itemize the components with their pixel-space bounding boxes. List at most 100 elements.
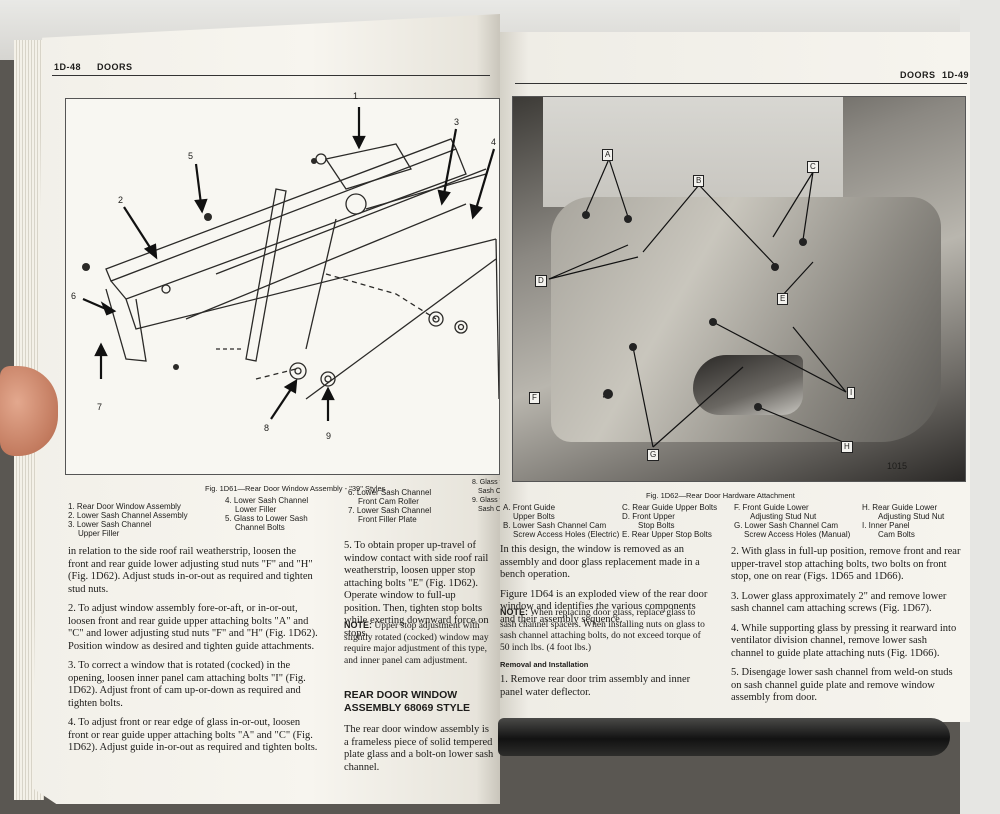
photo-label-f: F [529,392,540,404]
pen [498,718,950,756]
paragraph: 3. Lower glass approximately 2" and remo… [731,590,947,615]
photo-label-a: A [602,149,614,161]
paragraph: 4. To adjust front or rear edge of glass… [68,717,318,753]
figure-1d62: A B C D E F G H I 1015 [512,96,966,482]
right-page-note: NOTE: When replacing door glass, replace… [500,607,712,654]
paragraph: 3. To correct a window that is rotated (… [68,660,306,709]
legend-item: F. Front Guide Lower [734,503,809,512]
figure-1d62-legend-col1: A. Front Guide Upper Bolts B. Lower Sash… [503,503,619,539]
photo-label-b: B [693,175,705,187]
figure-1d61-legend-col1: 1. Rear Door Window Assembly 2. Lower Sa… [68,502,188,538]
legend-item: Stop Bolts [638,521,675,530]
legend-item: Lower Filler [235,505,277,514]
figure-1d62-legend-col4: H. Rear Guide Lower Adjusting Stud Nut I… [862,503,944,539]
legend-item: Adjusting Stud Nut [750,512,817,521]
photo-number: 1015 [887,461,908,471]
legend-item: A. Front Guide [503,503,556,512]
paragraph: 4. While supporting glass by pressing it… [731,622,957,659]
legend-item: 1. Rear Door Window Assembly [68,502,181,511]
paragraph-text: In this design, the window is removed as… [500,544,685,555]
figure-1d61: 1 2 3 4 5 6 7 8 9 [65,91,500,475]
photo-label-g: G [647,449,660,461]
figure-1d61-caption: Fig. 1D61—Rear Door Window Assembly - "3… [205,484,386,493]
paragraph: 5. To obtain proper up-travel of window … [344,540,489,639]
removal-heading: Removal and Installation [500,660,589,669]
paragraph: 2. To adjust window assembly fore-or-aft… [68,603,318,652]
legend-item: Cam Bolts [878,530,915,539]
legend-item: Upper Bolts [513,512,555,521]
note-text: When replacing door glass, replace glass… [500,608,705,653]
legend-item: E. Rear Upper Stop Bolts [622,530,712,539]
right-page-column-1b: 1. Remove rear door trim assembly and in… [500,674,712,706]
figure-1d62-legend-col3: F. Front Guide Lower Adjusting Stud Nut … [734,503,850,539]
right-page-column-2: 2. With glass in full-up position, remov… [731,546,961,712]
paragraph: 5. Disengage lower sash channel from wel… [731,667,953,703]
legend-item: 6. Lower Sash Channel [348,488,432,497]
paragraph: in relation to the side roof rail weathe… [68,546,313,595]
figure-1d61-legend-col2: 4. Lower Sash Channel Lower Filler 5. Gl… [225,496,308,532]
paragraph: Figure 1D64 is an exploded view of the r… [500,588,708,625]
right-header-rule [515,83,967,84]
legend-item: G. Lower Sash Channel Cam [734,521,839,530]
photo-label-e: E [777,293,789,305]
note-text: Upper stop adjustment with slightly rota… [344,621,489,666]
photo-label-h: H [841,441,853,453]
paragraph: 1. Remove rear door trim assembly and in… [500,674,691,698]
photo-label-i: I [847,387,856,399]
legend-item: 7. Lower Sash Channel [348,506,432,515]
paragraph-text: assembly and door glass replacement made… [500,556,700,581]
legend-item: 3. Lower Sash Channel [68,520,152,529]
callout-9: 9 [326,431,332,441]
left-page-note: NOTE: Upper stop adjustment with slightl… [344,620,494,667]
legend-item: Sash C [478,506,501,513]
legend-item: 8. Glass t [472,479,502,486]
note-label: NOTE: [344,620,372,630]
legend-item: Screw Access Holes (Manual) [744,530,851,539]
callout-5: 5 [188,151,194,161]
panel-access-hole [693,355,803,415]
legend-item: Adjusting Stud Nut [878,512,945,521]
paragraph: The rear door window assembly is a frame… [344,724,494,773]
legend-item: Screw Access Holes (Electric) [513,530,620,539]
legend-item: Front Filler Plate [358,515,417,524]
legend-item: Channel Bolts [235,523,285,532]
note-label: NOTE: [500,607,528,617]
figure-1d62-caption: Fig. 1D62—Rear Door Hardware Attachment [646,491,795,500]
figure-1d61-legend-col3: 6. Lower Sash Channel Front Cam Roller 7… [348,488,431,524]
photo-label-c: C [807,161,819,173]
window-assembly-drawing [82,107,500,421]
legend-item: Upper Filler [78,529,120,538]
legend-item: 9. Glass t [472,497,502,504]
legend-item: 5. Glass to Lower Sash [225,514,308,523]
callout-4: 4 [491,137,497,147]
left-running-title: DOORS [97,62,133,72]
left-page-column-2: 5. To obtain proper up-travel of window … [344,540,494,647]
callout-1: 1 [353,91,359,101]
figure-1d61-legend-col4: 8. Glass t Sash Ch 9. Glass t Sash C [472,478,505,514]
legend-item: 2. Lower Sash Channel Assembly [68,511,188,520]
legend-item: D. Front Upper [622,512,675,521]
paragraph: 2. With glass in full-up position, remov… [731,546,961,582]
figure-1d62-legend-col2: C. Rear Guide Upper Bolts D. Front Upper… [622,503,717,539]
legend-item: C. Rear Guide Upper Bolts [622,503,718,512]
legend-item: 4. Lower Sash Channel [225,496,309,505]
legend-item: B. Lower Sash Channel Cam [503,521,607,530]
legend-item: I. Inner Panel [862,521,910,530]
left-page-column-1: in relation to the side roof rail weathe… [68,546,318,762]
thumb [0,366,58,456]
photo-label-d: D [535,275,547,287]
section-heading-68069: REAR DOOR WINDOW ASSEMBLY 68069 STYLE [344,689,471,714]
left-header-rule [52,75,490,76]
legend-item: H. Rear Guide Lower [862,503,938,512]
callout-8: 8 [264,423,270,433]
right-page-number: 1D-49 [942,70,970,80]
callout-6: 6 [71,291,77,301]
callout-2: 2 [118,195,124,205]
right-running-title: DOORS [900,70,936,80]
photo-leader-lines [548,158,847,448]
legend-item: Front Cam Roller [358,497,419,506]
left-page-column-2b: The rear door window assembly is a frame… [344,724,494,781]
right-page-column-1: In this design, the window is removed as… [500,544,712,633]
callout-3: 3 [454,117,460,127]
left-page-number: 1D-48 [54,62,82,72]
